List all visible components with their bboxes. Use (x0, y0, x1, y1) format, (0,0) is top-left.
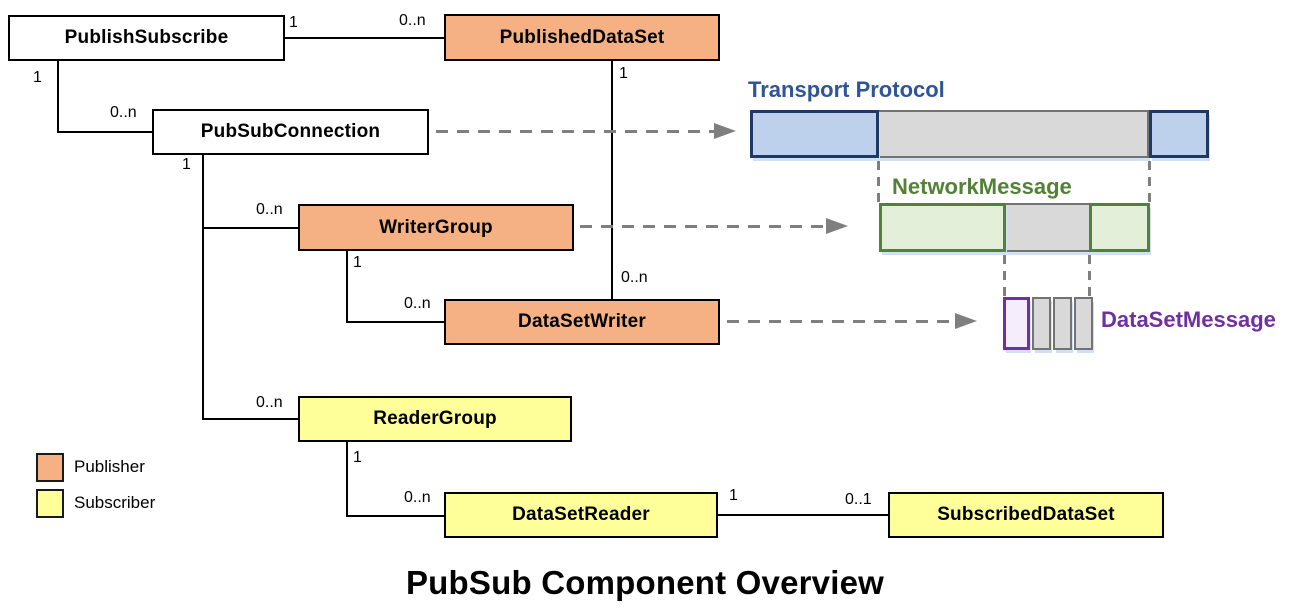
data-set-message-bar (1003, 297, 1095, 350)
dashed-arrow-writergroup-to-networkmessage (580, 218, 848, 234)
dashed-guide-network-right (1088, 255, 1091, 296)
box-data-set-writer: DataSetWriter (444, 299, 720, 345)
box-reader-group-label: ReaderGroup (373, 408, 497, 429)
connector-to-datasetwriter (346, 321, 445, 323)
box-published-data-set: PublishedDataSet (444, 14, 720, 61)
multiplicity-label: 1 (289, 14, 298, 31)
connector-to-readergroup (202, 418, 299, 420)
multiplicity-label: 0..n (399, 12, 426, 29)
connector-readergroup-down (346, 441, 348, 517)
connector-to-datasetreader (346, 515, 445, 517)
box-publish-subscribe-label: PublishSubscribe (64, 27, 229, 48)
dashed-guide-network-left (1003, 255, 1006, 296)
box-published-data-set-label: PublishedDataSet (499, 26, 665, 48)
multiplicity-label: 1 (182, 156, 191, 173)
box-data-set-reader: DataSetReader (444, 492, 718, 538)
legend-swatch-publisher (36, 453, 64, 482)
multiplicity-label: 1 (353, 449, 362, 466)
connector-to-pubsubconnection (57, 131, 153, 133)
multiplicity-label: 1 (729, 487, 738, 504)
transport-payload-segment (876, 110, 1149, 158)
diagram-title: PubSub Component Overview (405, 564, 885, 601)
box-subscribed-data-set-label: SubscribedDataSet (937, 504, 1115, 525)
network-message-bar (879, 203, 1150, 252)
multiplicity-label: 1 (353, 254, 362, 271)
datasetmessage-header-cell (1003, 297, 1030, 350)
dashed-arrow-datasetwriter-to-datasetmessage (727, 313, 977, 329)
multiplicity-label: 0..n (404, 489, 431, 506)
dashed-arrow-connection-to-transport (436, 123, 736, 139)
multiplicity-label: 0..n (404, 295, 431, 312)
connector-publishsubscribe-publisheddataset (284, 37, 444, 39)
dashed-guide-transport-right (1148, 161, 1151, 202)
connector-publisheddataset-datasetwriter (611, 60, 613, 300)
box-publish-subscribe: PublishSubscribe (8, 15, 285, 61)
multiplicity-label: 0..n (256, 394, 283, 411)
transport-header-segment (750, 110, 879, 158)
box-writer-group: WriterGroup (298, 204, 574, 251)
datasetmessage-field-cell (1032, 297, 1051, 350)
dashed-guide-transport-left (877, 161, 880, 202)
connector-to-writergroup (202, 227, 299, 229)
multiplicity-label: 0..n (110, 104, 137, 121)
box-writer-group-label: WriterGroup (379, 216, 493, 238)
multiplicity-label: 1 (619, 65, 628, 82)
box-reader-group: ReaderGroup (298, 396, 572, 442)
box-subscribed-data-set: SubscribedDataSet (888, 492, 1164, 538)
connector-publishsubscribe-down (57, 60, 59, 133)
datasetmessage-field-cell (1053, 297, 1072, 350)
network-footer-segment (1089, 203, 1150, 252)
multiplicity-label: 0..n (256, 201, 283, 218)
legend-swatch-subscriber (36, 489, 64, 518)
network-message-label: NetworkMessage (892, 174, 1072, 199)
multiplicity-label: 0..n (621, 269, 648, 286)
datasetmessage-field-cell (1074, 297, 1093, 350)
box-pub-sub-connection: PubSubConnection (152, 109, 429, 155)
transport-protocol-bar (750, 110, 1209, 158)
multiplicity-label: 1 (33, 69, 42, 86)
box-pub-sub-connection-label: PubSubConnection (200, 121, 381, 142)
connector-writergroup-down (346, 250, 348, 323)
multiplicity-label: 0..1 (845, 491, 872, 508)
connector-datasetreader-subscribeddataset (717, 514, 889, 516)
legend-label-publisher: Publisher (74, 457, 145, 476)
transport-protocol-label: Transport Protocol (748, 77, 945, 102)
network-header-segment (879, 203, 1006, 252)
network-payload-segment (1004, 203, 1091, 252)
data-set-message-label: DataSetMessage (1101, 307, 1276, 332)
transport-footer-segment (1149, 110, 1209, 158)
box-data-set-writer-label: DataSetWriter (518, 311, 646, 332)
connector-pubsubconnection-trunk (202, 154, 204, 420)
box-data-set-reader-label: DataSetReader (512, 504, 650, 525)
legend-label-subscriber: Subscriber (74, 493, 156, 512)
